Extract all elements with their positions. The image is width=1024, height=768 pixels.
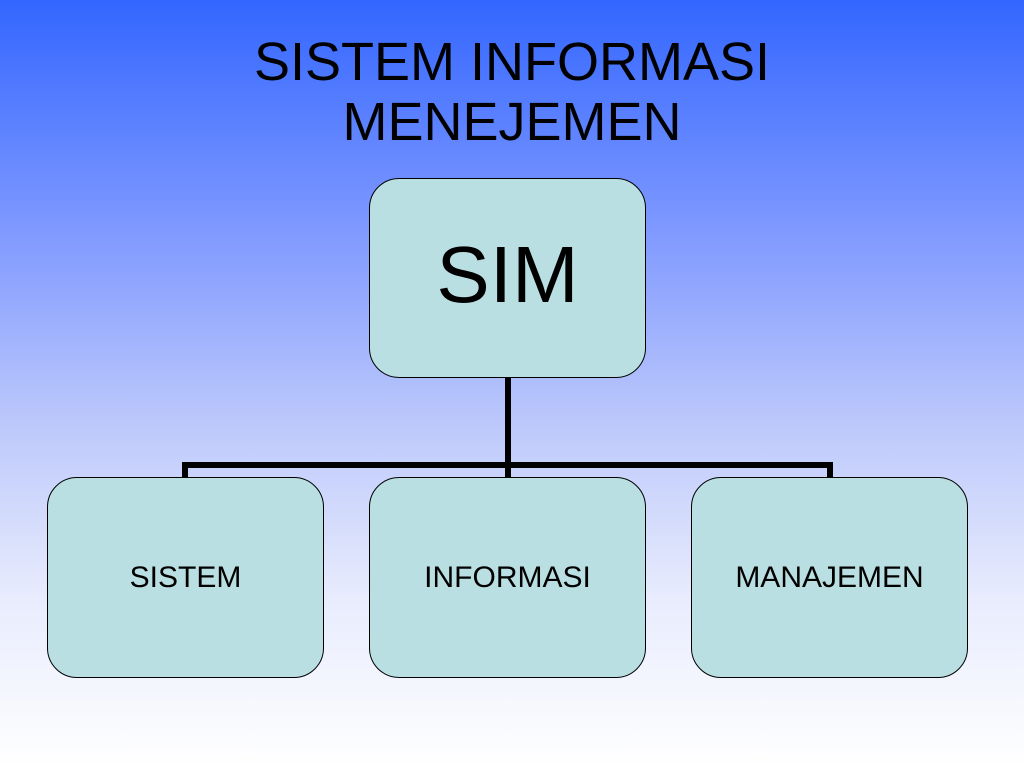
node-informasi-label: INFORMASI	[424, 560, 591, 594]
slide-title: SISTEM INFORMASI MENEJEMEN	[0, 32, 1024, 152]
node-sistem-label: SISTEM	[129, 560, 242, 594]
node-sim: SIM	[369, 178, 646, 378]
node-informasi: INFORMASI	[369, 477, 646, 678]
node-sistem: SISTEM	[47, 477, 324, 678]
node-manajemen: MANAJEMEN	[691, 477, 968, 678]
slide-title-line-2: MENEJEMEN	[342, 92, 682, 152]
slide-title-line-1: SISTEM INFORMASI	[253, 32, 771, 92]
node-sim-label: SIM	[436, 230, 579, 319]
node-manajemen-label: MANAJEMEN	[735, 560, 924, 594]
